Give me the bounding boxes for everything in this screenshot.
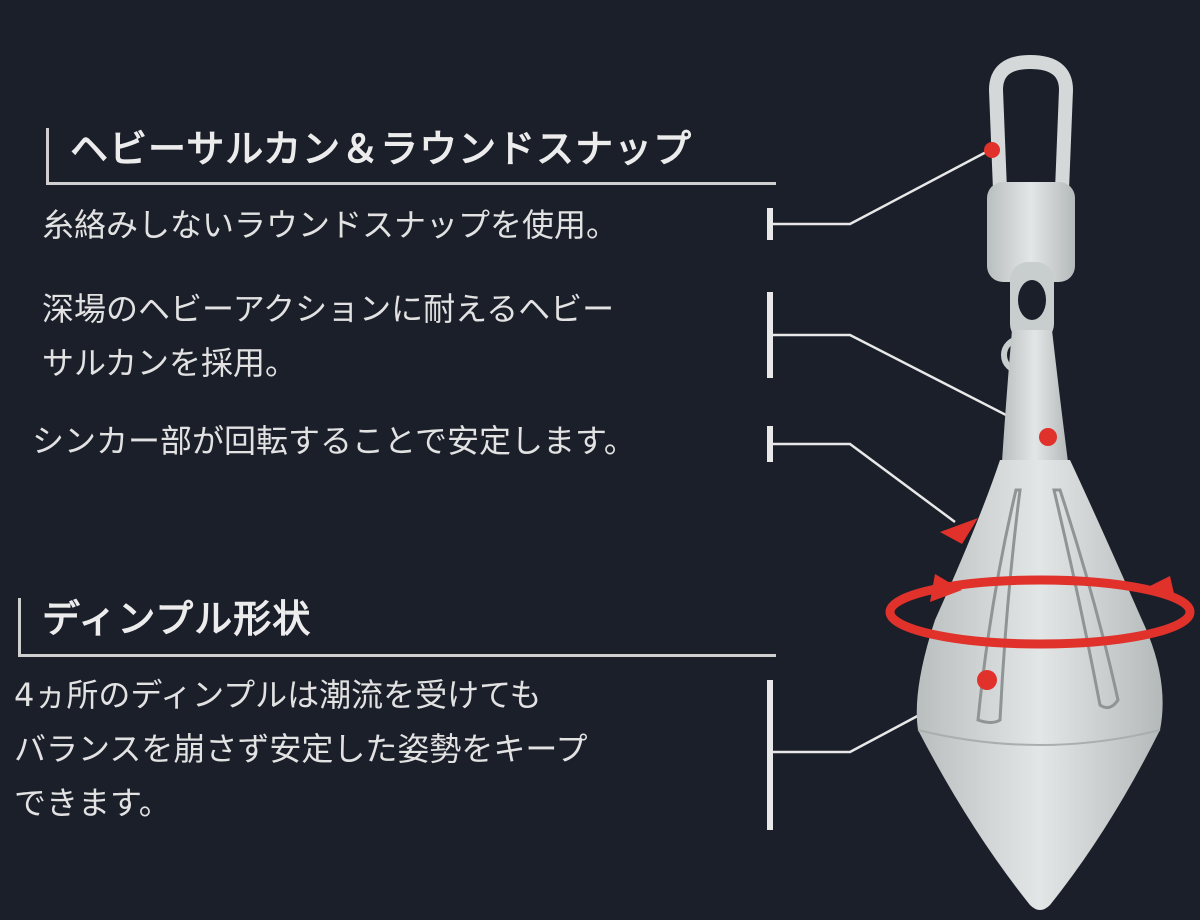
marker-dot-snap [984,142,1000,158]
section-heading-swivel-snap: ヘビーサルカン＆ラウンドスナップ [70,127,693,171]
section-heading-dimple: ディンプル形状 [42,597,312,641]
feature-heavy-swivel: 深場のヘビーアクションに耐えるヘビー サルカンを採用。 [42,290,615,382]
marker-dot-swivel [1039,428,1057,446]
heading-underline-2 [18,654,776,657]
feature-round-snap: 糸絡みしないラウンドスナップを使用。 [42,206,619,244]
sinker-body-icon [916,460,1163,910]
heading-underline [46,182,776,185]
feature-rotating-sinker: シンカー部が回転することで安定します。 [32,422,636,460]
heading-bracket-vertical [46,128,49,184]
feature-dimple-balance: 4ヵ所のディンプルは潮流を受けても バランスを崩さず安定した姿勢をキープ できま… [14,676,588,822]
heading-bracket-vertical-2 [18,598,21,656]
pointer-arrowhead-icon [940,518,978,544]
round-snap-icon [988,54,1074,197]
marker-dot-dimple [977,670,997,690]
swivel-icon [987,182,1075,282]
rotation-arrow-icon [885,575,1195,649]
